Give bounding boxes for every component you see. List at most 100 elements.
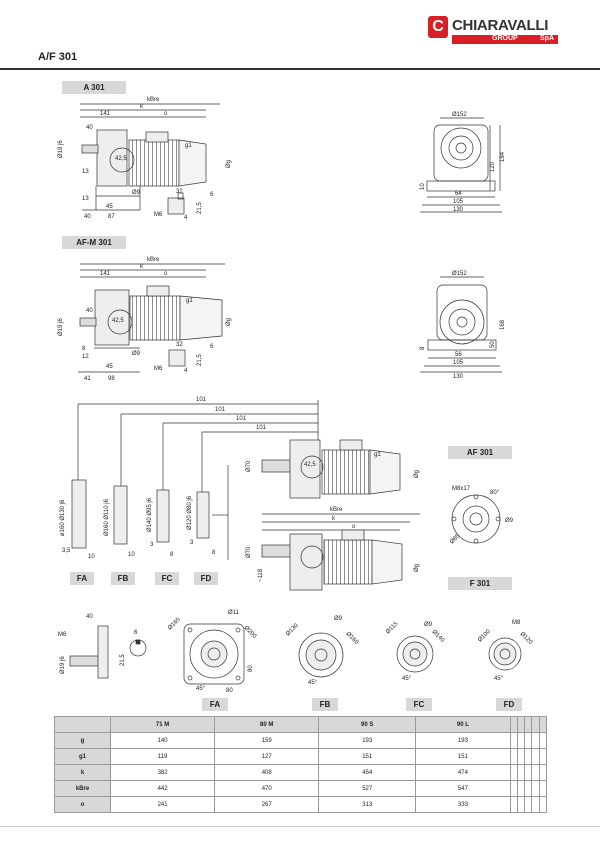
table-cell [516, 780, 526, 797]
table-row: kBre 442 470 527 547 [54, 780, 548, 797]
section-tag-afm301: AF-M 301 [62, 236, 126, 249]
dim-a301f-64: 64 [455, 191, 462, 197]
dim-fc-3: 3 [150, 542, 154, 548]
dim-a301-19: Ø19 j6 [58, 140, 64, 158]
dim-shaft-m6: M6 [58, 632, 67, 638]
dim-afm301-g: Øg [226, 318, 232, 326]
dim-afm301-o: o [164, 271, 168, 277]
tag-fd-plate: FD [496, 698, 522, 711]
dim-afm301f-56: 56 [455, 352, 462, 358]
header-rule [0, 68, 600, 70]
dim-fb-9: Ø9 [334, 616, 343, 622]
dim-af301-70: Ø70 [246, 460, 252, 472]
table-cell: 159 [214, 732, 320, 749]
dim-fb-dia: Ø160 Ø110 j6 [104, 498, 110, 536]
table-cell [531, 732, 540, 749]
table-cell: 241 [109, 796, 216, 813]
table-row: k 382 408 454 474 [54, 764, 548, 781]
dim-f301-k: k [332, 516, 336, 522]
dim-a301-13b: 13 [82, 196, 89, 202]
afm301-side-view [78, 263, 225, 373]
brand-logo: C CHIARAVALLI GROUP SpA [428, 14, 558, 54]
dim-afm301f-168: 168 [500, 319, 506, 330]
dim-afm301-k: k [140, 264, 144, 270]
table-cell [516, 748, 526, 765]
table-cell [531, 796, 540, 813]
dim-afm301f-152: Ø152 [452, 271, 467, 277]
tag-fb-plate: FB [312, 698, 338, 711]
row-label: g [54, 732, 111, 749]
dim-fc-9: Ø9 [424, 622, 433, 628]
dim-a301-215: 21,5 [197, 202, 203, 214]
dim-afm301-12: 12 [82, 354, 89, 360]
table-cell [509, 748, 518, 765]
table-cell [524, 732, 533, 749]
dim-fd-120: Ø120 [519, 631, 534, 646]
dim-f301-kbre: kBre [330, 507, 343, 513]
dim-fd-m8: M8 [512, 620, 521, 626]
dim-a301-40b: 40 [84, 214, 91, 220]
dim-afm301-42: 42,5 [112, 318, 124, 324]
dim-afm301f-130: 130 [453, 374, 464, 380]
dim-afm301-8: 8 [82, 346, 86, 352]
table-header-cell [524, 716, 533, 733]
dim-a301-32: 32 [176, 189, 183, 195]
dim-a301-42: 42,5 [115, 156, 127, 162]
table-header-cell: 90 S [318, 716, 417, 733]
brand-bar: GROUP SpA [452, 35, 558, 44]
table-cell: 119 [109, 748, 216, 765]
dim-af301-g: Øg [414, 470, 420, 478]
table-cell: 527 [318, 780, 417, 797]
table-cell [516, 764, 526, 781]
table-header-cell [516, 716, 526, 733]
af301-flange-face [451, 494, 501, 544]
dim-af301-9: Ø9 [505, 518, 514, 524]
dim-a301-kbre: kBre [147, 97, 160, 103]
dim-a301f-10: 10 [420, 183, 426, 190]
dim-fb-130: Ø130 [285, 622, 300, 637]
dim-a301f-105: 105 [453, 199, 464, 205]
dim-fc-140: Ø140 [431, 629, 446, 644]
dim-afm301-19: Ø19 j6 [58, 318, 64, 336]
afm301-front-view [420, 276, 502, 373]
plate-fb [298, 632, 344, 678]
brand-name: CHIARAVALLI [452, 17, 549, 34]
dim-fa-101: 101 [196, 397, 207, 403]
dim-a301-6: 6 [210, 192, 214, 198]
tag-fb-side: FB [111, 572, 135, 585]
table-cell [516, 732, 526, 749]
table-cell [538, 748, 548, 765]
dim-a301f-120: 120 [490, 161, 496, 172]
table-cell: 313 [318, 796, 417, 813]
dim-afm301-kbre: kBre [147, 257, 160, 263]
section-tag-f301: F 301 [448, 577, 512, 590]
brand-spa: SpA [540, 35, 554, 42]
dim-a301-40: 40 [86, 125, 93, 131]
table-cell: 193 [318, 732, 417, 749]
dim-a301f-130: 130 [453, 207, 464, 213]
row-label: o [54, 796, 111, 813]
page-title: A/F 301 [38, 51, 78, 63]
table-cell [538, 796, 548, 813]
dim-af301-g1: g1 [374, 452, 381, 458]
dim-fd-8: 8 [212, 550, 216, 556]
table-cell: 151 [415, 748, 511, 765]
dim-f301-70: Ø70 [246, 546, 252, 558]
plate-fd [488, 637, 522, 671]
table-cell [524, 796, 533, 813]
table-cell [531, 764, 540, 781]
table-cell: 442 [109, 780, 216, 797]
table-cell [531, 780, 540, 797]
dim-fa-80b: 80 [226, 688, 233, 694]
dim-afm301-40: 40 [86, 308, 93, 314]
dim-a301-k: k [140, 104, 144, 110]
tag-fa-side: FA [70, 572, 94, 585]
dim-a301-m6: M6 [154, 212, 163, 218]
dim-a301-45: 45 [106, 204, 113, 210]
dim-fd-3: 3 [190, 540, 194, 546]
table-cell: 267 [214, 796, 320, 813]
table-cell: 333 [415, 796, 511, 813]
table-cell: 474 [415, 764, 511, 781]
dim-fa-35: 3,5 [62, 548, 71, 554]
table-cell [524, 764, 533, 781]
